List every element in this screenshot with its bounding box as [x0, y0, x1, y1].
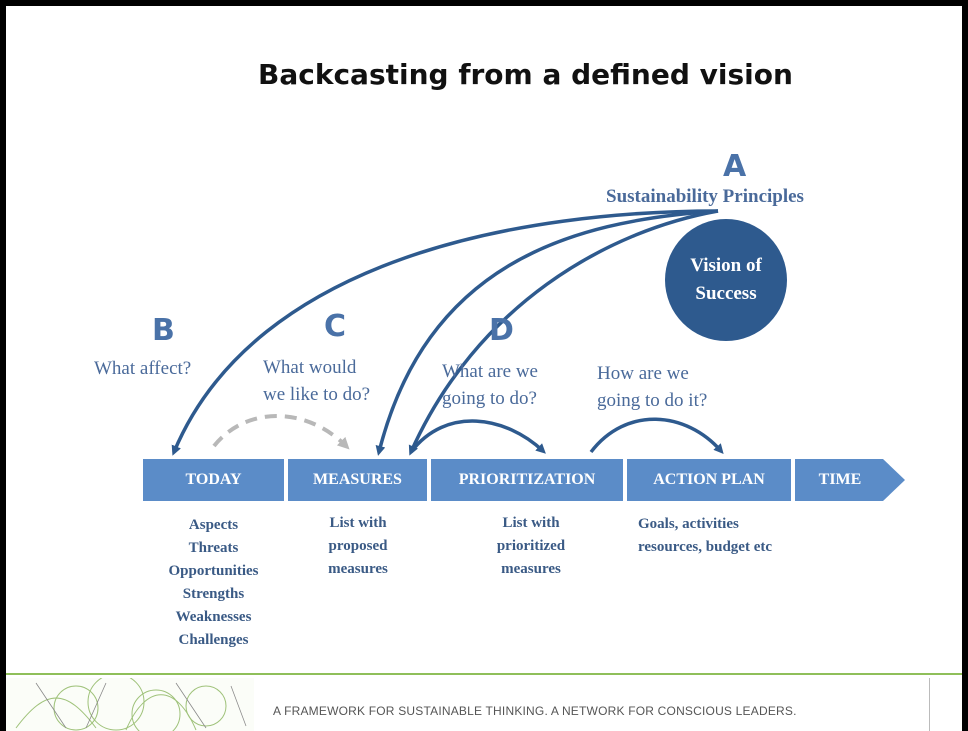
arrow-dashed-today-to-measures: [212, 414, 350, 450]
arrow-a-to-prioritization: [408, 209, 719, 456]
today-detail-item: Opportunities: [168, 563, 259, 579]
question-b: What affect?: [94, 358, 192, 379]
today-detail-item: Challenges: [178, 632, 249, 648]
question-c-line-2: we like to do?: [263, 384, 371, 405]
prioritization-details: List with prioritized measures: [466, 512, 596, 581]
time-arrow: [795, 459, 905, 501]
question-e: How are we going to do it?: [597, 360, 707, 414]
slide-title: Backcasting from a defined vision: [258, 58, 793, 91]
stage-prioritization: PRIORITIZATION: [431, 459, 623, 501]
today-detail-item: Aspects: [188, 517, 239, 533]
slide: Backcasting from a defined vision A Sust…: [6, 6, 962, 731]
label-a: A: [723, 149, 747, 184]
measures-detail-item: proposed: [328, 538, 388, 554]
today-detail-item: Strengths: [182, 586, 245, 602]
footer-decorative-pattern: [6, 678, 254, 731]
footer-tagline: A FRAMEWORK FOR SUSTAINABLE THINKING. A …: [273, 704, 797, 718]
prioritization-detail-item: prioritized: [496, 538, 566, 554]
prioritization-detail-item: measures: [501, 561, 561, 577]
arrow-a-to-measures: [375, 209, 719, 456]
vision-of-success-circle: Vision of Success: [665, 219, 787, 341]
today-detail-item: Threats: [188, 540, 239, 556]
label-c: C: [324, 309, 347, 344]
question-e-line-1: How are we: [597, 363, 689, 384]
arrow-measures-to-prioritization: [409, 419, 546, 454]
question-d-line-2: going to do?: [442, 388, 537, 409]
arrow-a-to-today: [171, 209, 719, 456]
today-details: Aspects Threats Opportunities Strengths …: [143, 514, 284, 652]
today-detail-item: Weaknesses: [175, 609, 252, 625]
action-plan-detail-item: resources, budget etc: [638, 539, 773, 555]
question-d-line-1: What are we: [442, 361, 538, 382]
label-d: D: [489, 313, 514, 348]
action-plan-details: Goals, activities resources, budget etc: [628, 513, 828, 559]
question-c-line-1: What would: [263, 357, 357, 378]
label-b: B: [152, 313, 175, 348]
measures-details: List with proposed measures: [298, 512, 418, 581]
footer-divider: [929, 678, 930, 731]
footer-line: [6, 673, 962, 675]
arrow-prioritization-to-action-plan: [589, 417, 724, 455]
vision-line-1: Vision of: [690, 255, 762, 276]
vision-line-2: Success: [695, 283, 757, 304]
prioritization-detail-item: List with: [502, 515, 560, 531]
measures-detail-item: List with: [329, 515, 387, 531]
stage-time-label: TIME: [818, 471, 862, 488]
sustainability-principles-label: Sustainability Principles: [606, 186, 804, 207]
question-c: What would we like to do?: [263, 354, 370, 408]
question-e-line-2: going to do it?: [597, 390, 708, 411]
stage-today: TODAY: [143, 459, 284, 501]
stage-action-plan: ACTION PLAN: [627, 459, 791, 501]
question-d: What are we going to do?: [442, 358, 538, 412]
measures-detail-item: measures: [328, 561, 388, 577]
stage-measures: MEASURES: [288, 459, 427, 501]
action-plan-detail-item: Goals, activities: [638, 516, 739, 532]
arrows-layer: [171, 209, 724, 456]
